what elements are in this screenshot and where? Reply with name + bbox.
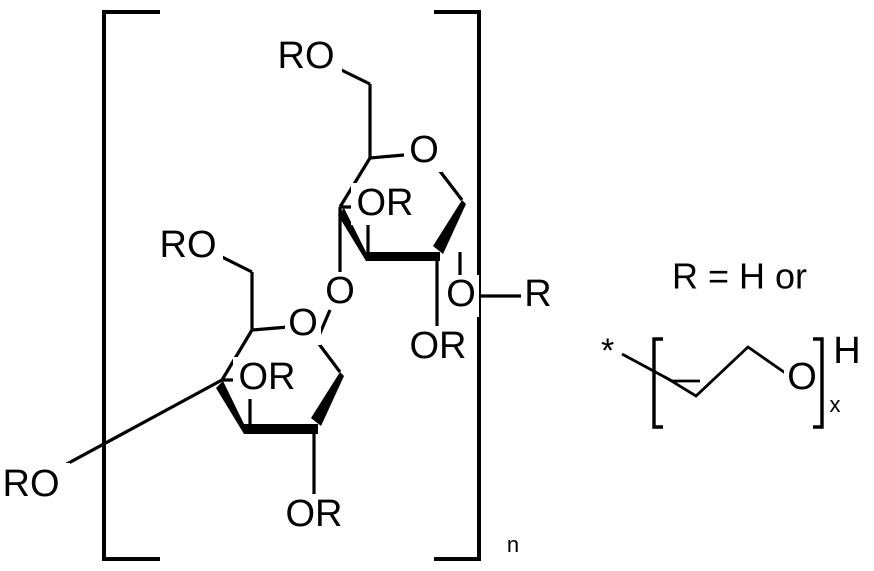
lower-c2-or-bg [279,494,349,538]
polymer-subscript-n: n [507,532,519,557]
lower-ring-skeleton [216,325,344,434]
polymer-bracket-left [102,10,160,561]
lower-c4-ro-bg [0,463,70,507]
upper-ring-c2-or-label: OR [410,325,467,367]
side-chain-o-bg [784,358,820,400]
upper-ring-anomeric-oxygen-label: O [446,273,476,315]
upper-c3-or-bg [351,183,419,225]
lower-ring-c3-or-label: OR [239,356,296,398]
upper-ring-c6-ro-label: RO [278,35,335,77]
lower-ring-c4-ro-label: RO [3,463,60,505]
side-chain-ether-oxygen-label: O [787,356,817,398]
upper-c2-or-bg [403,326,473,370]
lower-ring-o-bg [285,303,321,345]
side-chain-attachment-point-label: * [601,332,614,370]
lower-c6-ro-bg [153,225,223,269]
upper-ring-c3-or-label: OR [357,182,414,224]
lower-ring-oxygen-label: O [288,302,318,344]
upper-ring-o-bg [406,130,442,172]
side-chain-bonds [621,345,792,398]
upper-ring-terminal-r-label: R [524,273,551,315]
upper-c6-ro-bg [272,36,342,80]
glycosidic-oxygen-label: O [325,270,355,312]
side-chain-bracket-right [813,337,824,429]
side-chain-bracket-left [652,337,663,429]
lower-ring-c2-or-label: OR [286,493,343,535]
upper-ring-skeleton [338,153,466,261]
upper-ring-oxygen-label: O [409,129,439,171]
legend-r-equals-h-or-label: R = H or [672,256,807,297]
side-chain-terminal-hydrogen-label: H [833,330,860,372]
lower-ring-c6-ro-label: RO [160,224,217,266]
legend-definition: R = H or [672,256,807,297]
glycosidic-o-bg [322,272,358,314]
upper-anomeric-o-bg [443,275,479,317]
side-chain-subscript-x: x [830,392,841,417]
lower-c3-or-bg [233,357,301,399]
